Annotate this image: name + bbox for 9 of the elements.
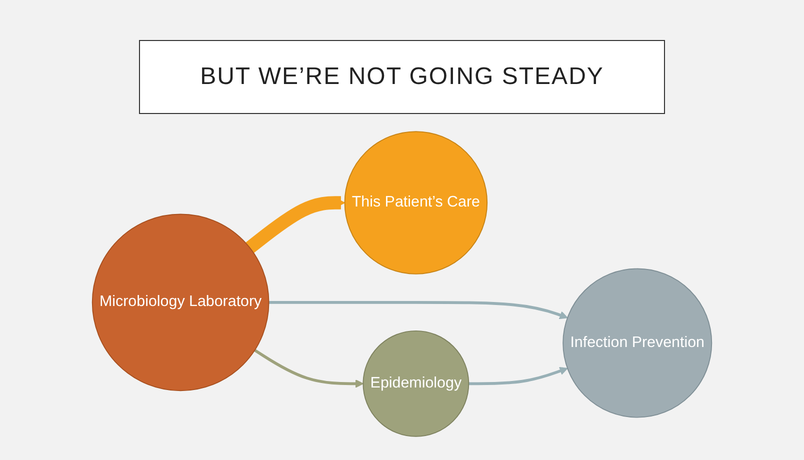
node-circle: Microbiology Laboratory bbox=[92, 214, 270, 392]
title-box: BUT WE’RE NOT GOING STEADY bbox=[139, 40, 665, 114]
node-circle: Infection Prevention bbox=[562, 268, 712, 418]
arrow bbox=[246, 196, 346, 253]
node-circle: Epidemiology bbox=[362, 330, 470, 437]
arrow bbox=[268, 301, 568, 320]
arrow bbox=[468, 366, 568, 386]
node-circle: This Patient’s Care bbox=[344, 131, 488, 274]
arrow bbox=[254, 348, 364, 388]
